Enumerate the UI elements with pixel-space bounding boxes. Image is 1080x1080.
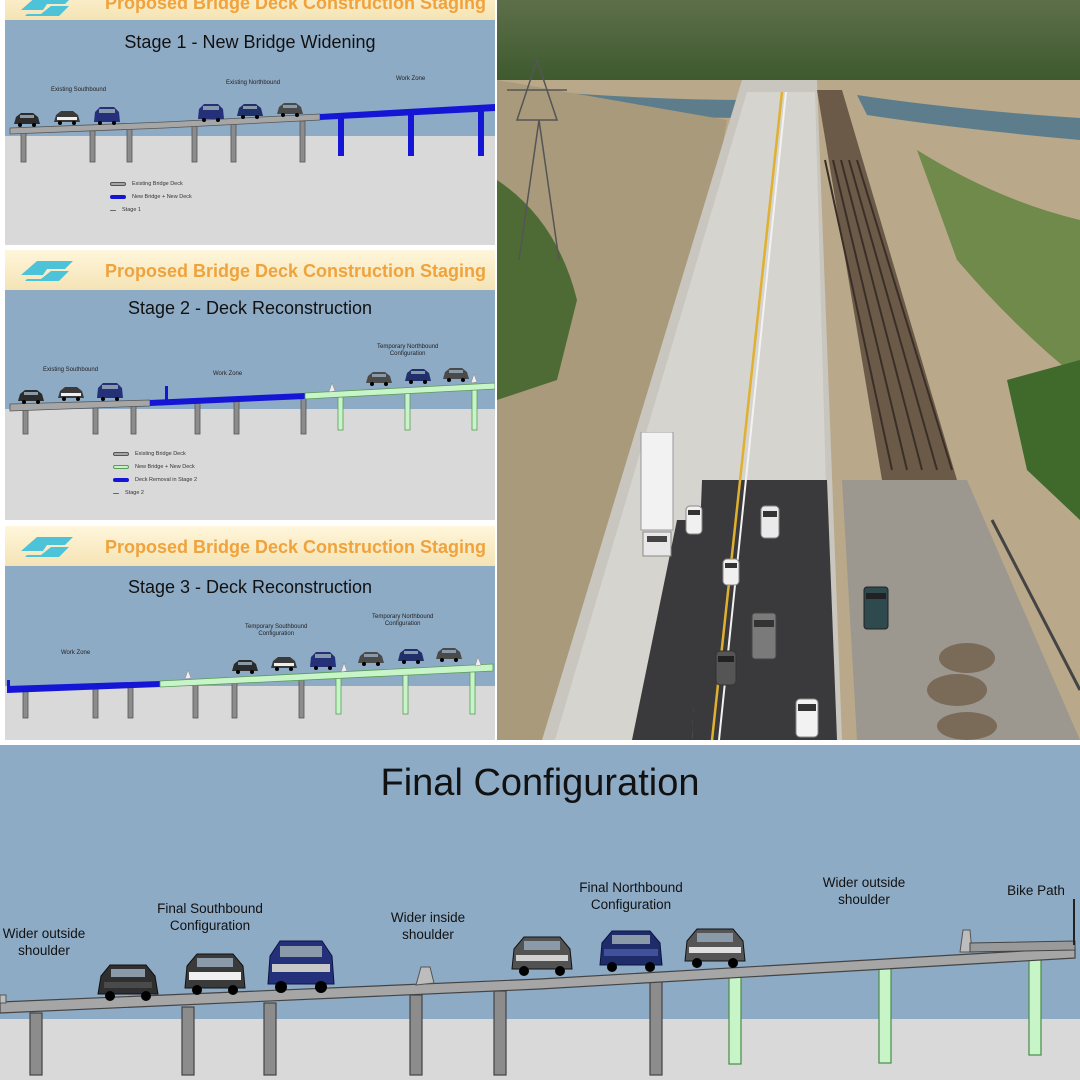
pickup-truck-icon xyxy=(266,938,336,994)
car-icon xyxy=(715,650,737,686)
final-label-southbound: Final Southbound Configuration xyxy=(157,901,263,933)
stage-1-section xyxy=(5,104,495,245)
pickup-truck-icon xyxy=(863,586,889,630)
stage-1-banner: Proposed Bridge Deck Construction Stagin… xyxy=(5,0,495,20)
stage-2-legend-existing: Existing Bridge Deck xyxy=(113,451,186,457)
caltrans-logo-icon xyxy=(17,533,75,559)
car-icon xyxy=(795,698,819,738)
car-icon xyxy=(683,925,747,969)
final-label-northbound: Final Northbound Configuration xyxy=(579,880,683,912)
car-icon xyxy=(722,558,740,586)
stage-3-section xyxy=(5,656,495,740)
stage-2-label-existing-southbound: Existing Southbound xyxy=(43,367,99,373)
stage-2-banner-title: Proposed Bridge Deck Construction Stagin… xyxy=(105,261,487,281)
pickup-truck-icon xyxy=(197,102,225,122)
stage-1-label-existing-northbound: Existing Northbound xyxy=(226,80,281,86)
aerial-bridge-photo xyxy=(497,0,1080,740)
stage-1-legend-new: New Bridge + New Deck xyxy=(110,194,192,200)
stage-1-legend-stage: Stage 1 xyxy=(110,207,141,213)
car-icon xyxy=(435,646,463,662)
car-icon xyxy=(183,950,247,996)
car-icon xyxy=(53,109,81,125)
pickup-truck-icon xyxy=(309,650,337,670)
stage-1-label-existing-southbound: Existing Southbound xyxy=(51,87,107,93)
stage-2-label-work-zone: Work Zone xyxy=(213,371,243,377)
stage-1-panel: Proposed Bridge Deck Construction Stagin… xyxy=(5,0,495,245)
car-icon xyxy=(397,647,425,664)
stage-2-banner: Proposed Bridge Deck Construction Stagin… xyxy=(5,250,495,290)
stage-3-banner-title: Proposed Bridge Deck Construction Stagin… xyxy=(105,537,487,557)
car-icon xyxy=(13,111,41,127)
stage-2-legend-removal: Deck Removal in Stage 2 xyxy=(113,477,197,483)
final-configuration-panel: Final Configuration Wider outside should… xyxy=(0,745,1080,1080)
caltrans-logo-icon xyxy=(17,0,75,18)
final-title: Final Configuration xyxy=(380,762,700,804)
car-icon xyxy=(357,650,385,666)
stage-2-legend-stage: Stage 2 xyxy=(113,490,144,496)
semi-truck-icon xyxy=(637,432,677,558)
car-icon xyxy=(404,367,432,384)
stage-2-label-temporary-northbound: Temporary Northbound Configuration xyxy=(377,344,439,357)
car-icon xyxy=(365,370,393,386)
pickup-truck-icon xyxy=(93,105,121,125)
car-icon xyxy=(510,933,574,977)
stage-3-label-temporary-northbound: Temporary Northbound Configuration xyxy=(372,614,434,627)
car-icon xyxy=(270,655,298,671)
car-icon xyxy=(231,658,259,674)
stage-1-banner-title: Proposed Bridge Deck Construction Stagin… xyxy=(105,0,487,13)
car-icon xyxy=(598,927,664,973)
stage-2-panel: Proposed Bridge Deck Construction Stagin… xyxy=(5,250,495,520)
stage-2-legend-new: New Bridge + New Deck xyxy=(113,464,195,470)
car-icon xyxy=(57,385,85,401)
car-icon xyxy=(96,960,160,1002)
final-label-outside-left: Wider outside shoulder xyxy=(2,926,86,958)
stage-3-label-temporary-southbound: Temporary Southbound Configuration xyxy=(245,624,308,637)
stage-2-section xyxy=(5,373,495,520)
final-label-inside: Wider inside shoulder xyxy=(390,910,466,942)
final-section xyxy=(0,899,1080,1080)
stage-1-title: Stage 1 - New Bridge Widening xyxy=(124,32,376,52)
stage-3-label-work-zone: Work Zone xyxy=(61,650,91,656)
stage-3-title: Stage 3 - Deck Reconstruction xyxy=(127,577,373,597)
car-icon xyxy=(236,102,264,119)
final-label-outside-right: Wider outside shoulder xyxy=(822,875,906,907)
car-icon xyxy=(760,505,780,539)
caltrans-logo-icon xyxy=(17,257,75,283)
stage-1-legend-existing: Existing Bridge Deck xyxy=(110,181,183,187)
car-icon xyxy=(17,388,45,404)
stage-1-label-work-zone: Work Zone xyxy=(396,76,426,82)
final-label-bike-path: Bike Path xyxy=(1007,883,1065,898)
car-icon xyxy=(685,505,703,535)
car-icon xyxy=(442,366,470,382)
pickup-truck-icon xyxy=(751,612,777,660)
stage-3-panel: Proposed Bridge Deck Construction Stagin… xyxy=(5,526,495,740)
car-icon xyxy=(276,101,304,117)
pickup-truck-icon xyxy=(96,381,124,401)
stage-3-banner: Proposed Bridge Deck Construction Stagin… xyxy=(5,526,495,566)
stage-2-title: Stage 2 - Deck Reconstruction xyxy=(127,298,373,318)
